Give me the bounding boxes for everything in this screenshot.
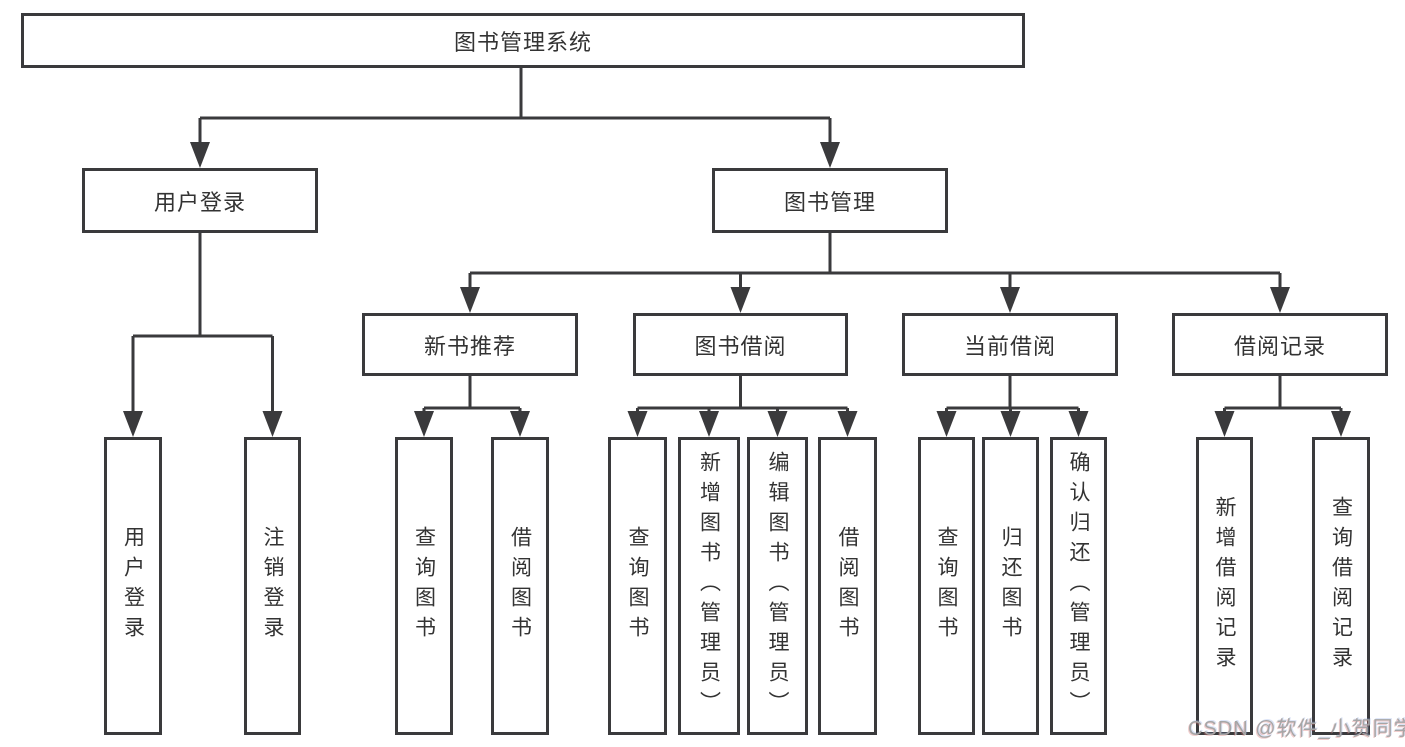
node-label: 借阅图书	[508, 526, 532, 646]
node-borrow-records: 借阅记录	[1172, 313, 1388, 376]
leaf-confirm-return-admin: 确认归还（管理员）	[1050, 437, 1107, 735]
leaf-add-book-admin: 新增图书（管理员）	[678, 437, 740, 735]
leaf-edit-book-admin: 编辑图书（管理员）	[747, 437, 808, 735]
node-label: 确认归还（管理员）	[1067, 451, 1090, 721]
node-book-management: 图书管理	[712, 168, 948, 233]
node-label: 借阅记录	[1233, 333, 1326, 359]
node-label: 图书借阅	[694, 333, 787, 359]
node-label: 用户登录	[153, 189, 246, 215]
leaf-borrow-books: 借阅图书	[818, 437, 877, 735]
leaf-borrow-books-recommend: 借阅图书	[491, 437, 549, 735]
leaf-query-borrow-record: 查询借阅记录	[1312, 437, 1370, 735]
node-label: 新增借阅记录	[1213, 496, 1236, 676]
node-label: 新书推荐	[423, 333, 516, 359]
node-new-book-recommend: 新书推荐	[362, 313, 578, 376]
leaf-query-books-current: 查询图书	[918, 437, 975, 735]
leaf-query-books-borrow: 查询图书	[608, 437, 667, 735]
node-label: 注销登录	[261, 526, 284, 646]
node-label: 图书管理	[783, 189, 876, 215]
node-label: 当前借阅	[963, 333, 1056, 359]
leaf-logout: 注销登录	[244, 437, 301, 735]
watermark: CSDN @软件_小贺同学	[1188, 718, 1405, 740]
leaf-query-books-recommend: 查询图书	[395, 437, 453, 735]
node-current-borrow: 当前借阅	[902, 313, 1118, 376]
node-label: 查询借阅记录	[1329, 496, 1353, 676]
node-user-login: 用户登录	[82, 168, 318, 233]
node-book-borrow: 图书借阅	[633, 313, 848, 376]
node-label: 新增图书（管理员）	[697, 451, 721, 721]
node-label: 查询图书	[412, 526, 436, 646]
node-label: 查询图书	[626, 526, 649, 646]
node-label: 借阅图书	[836, 526, 859, 646]
leaf-add-borrow-record: 新增借阅记录	[1196, 437, 1253, 735]
node-label: 图书管理系统	[453, 29, 592, 55]
node-label: 编辑图书（管理员）	[766, 451, 789, 721]
leaf-user-login: 用户登录	[104, 437, 162, 735]
node-library-management-system: 图书管理系统	[21, 13, 1025, 68]
node-label: 查询图书	[935, 526, 958, 646]
node-label: 用户登录	[121, 526, 145, 646]
node-label: 归还图书	[999, 526, 1022, 646]
leaf-return-books: 归还图书	[982, 437, 1039, 735]
